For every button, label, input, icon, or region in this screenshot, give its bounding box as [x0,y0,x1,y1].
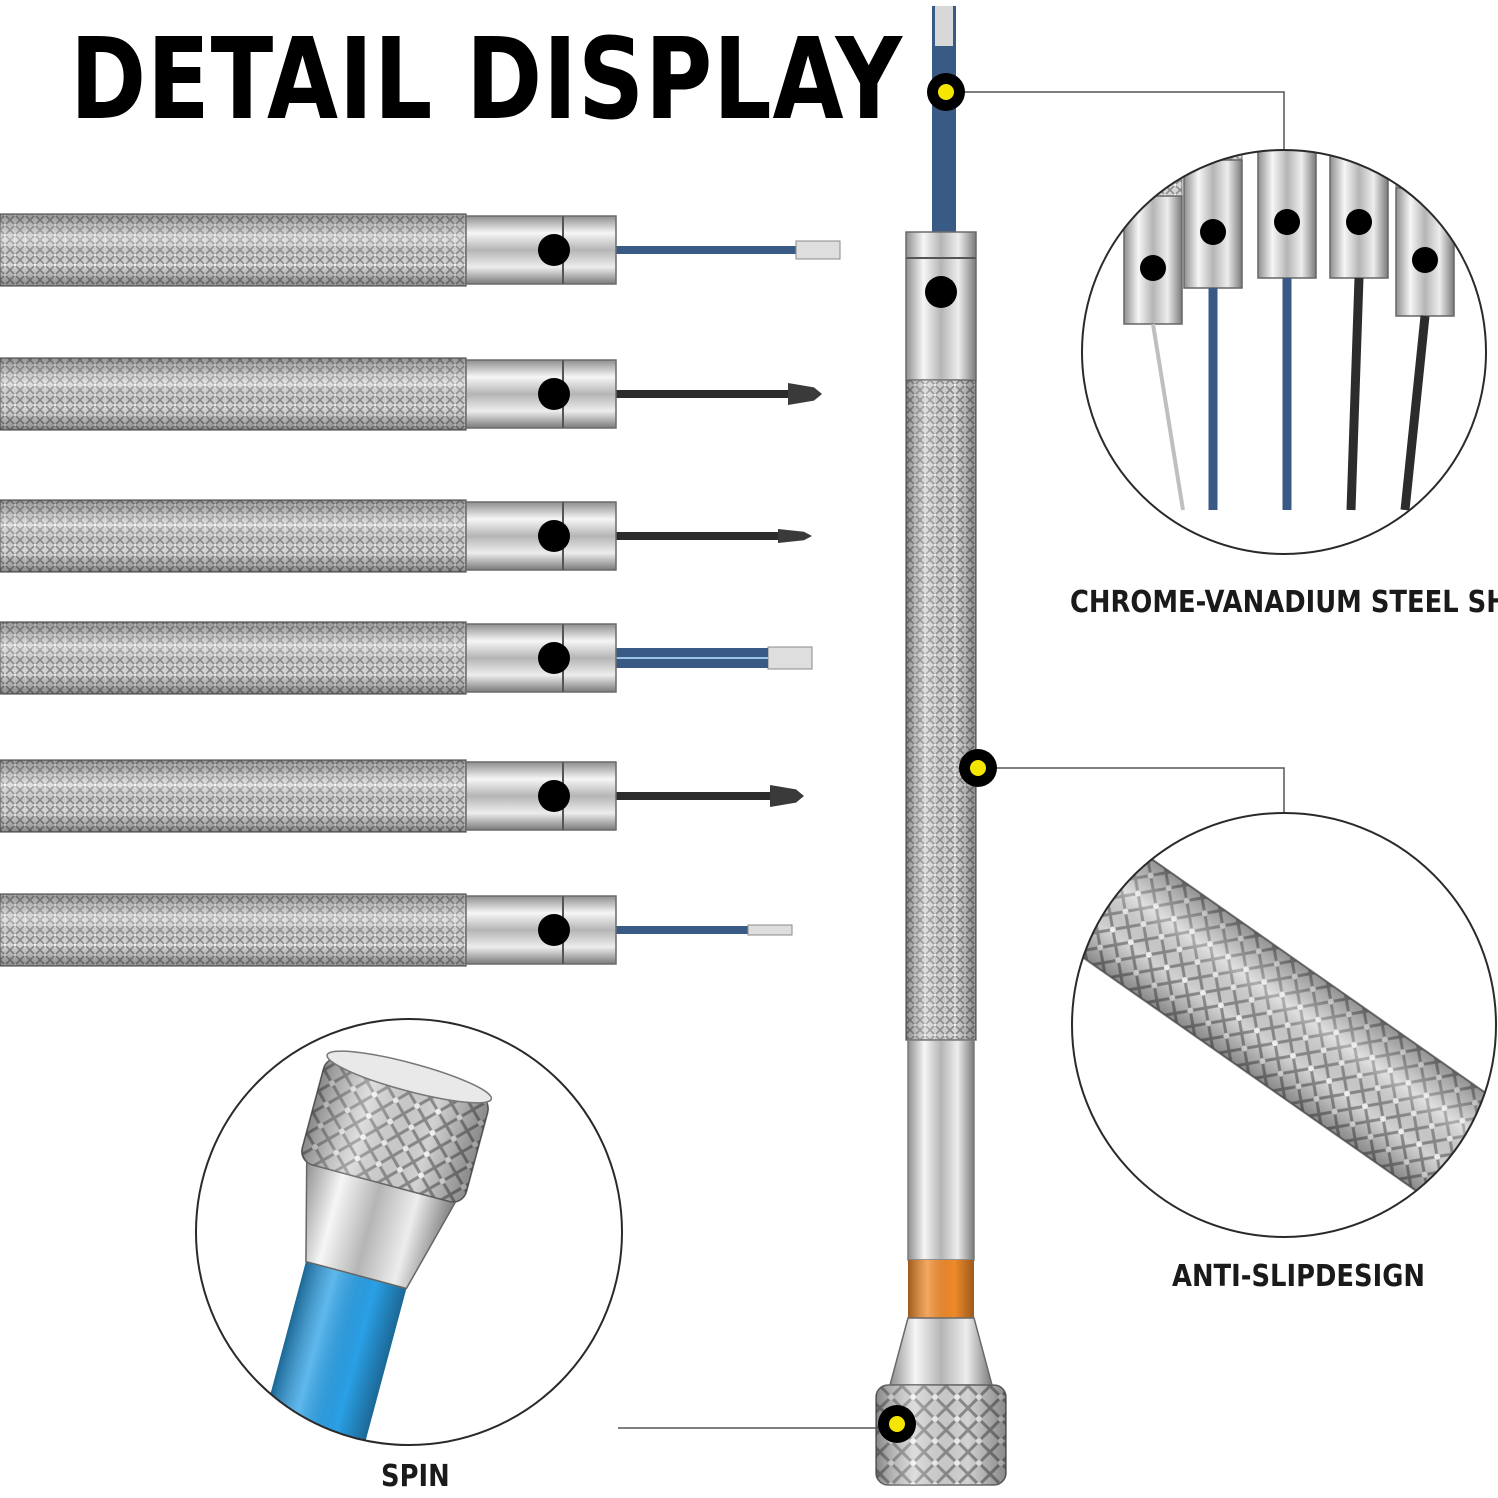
screwdriver-2 [0,357,822,431]
flat-tip [747,924,793,936]
phillips-tip [788,383,822,405]
screwdriver-row-group [0,213,841,967]
collet-screw-hole [538,914,570,946]
marker-grip [959,749,997,787]
collet-screw-hole [538,378,570,410]
callout-label-grip: ANTI-SLIPDESIGN [1172,1259,1425,1294]
screwdriver-5 [0,759,804,833]
screwdriver-4 [0,621,813,695]
screwdriver-3 [0,499,812,573]
zoom-tip-3 [1257,150,1317,510]
main-screwdriver [875,6,1007,1486]
flat-tip [795,240,841,260]
collet-screw-hole [538,520,570,552]
callout-lines [618,91,1285,1429]
callout-markers [878,73,997,1443]
zoom-circle-tips [1081,149,1487,555]
callout-label-spin: SPIN [381,1459,450,1494]
zoom-circle-spin [195,1018,623,1446]
callout-label-shaft: CHROME-VANADIUM STEEL SHAFT [1070,585,1498,620]
screwdriver-6 [0,893,793,967]
zoom-circle-grip [1071,812,1497,1238]
collet-screw-hole [538,642,570,674]
phillips-tip [778,529,812,543]
marker-spin [878,1405,916,1443]
screwdriver-1 [0,213,841,287]
marker-shaft [927,73,965,111]
collet-screw-hole [925,276,957,308]
collet-screw-hole [538,234,570,266]
collet-screw-hole [538,780,570,812]
page-title: DETAIL DISPLAY [70,15,903,145]
phillips-tip [770,785,804,807]
flat-tip [767,646,813,670]
